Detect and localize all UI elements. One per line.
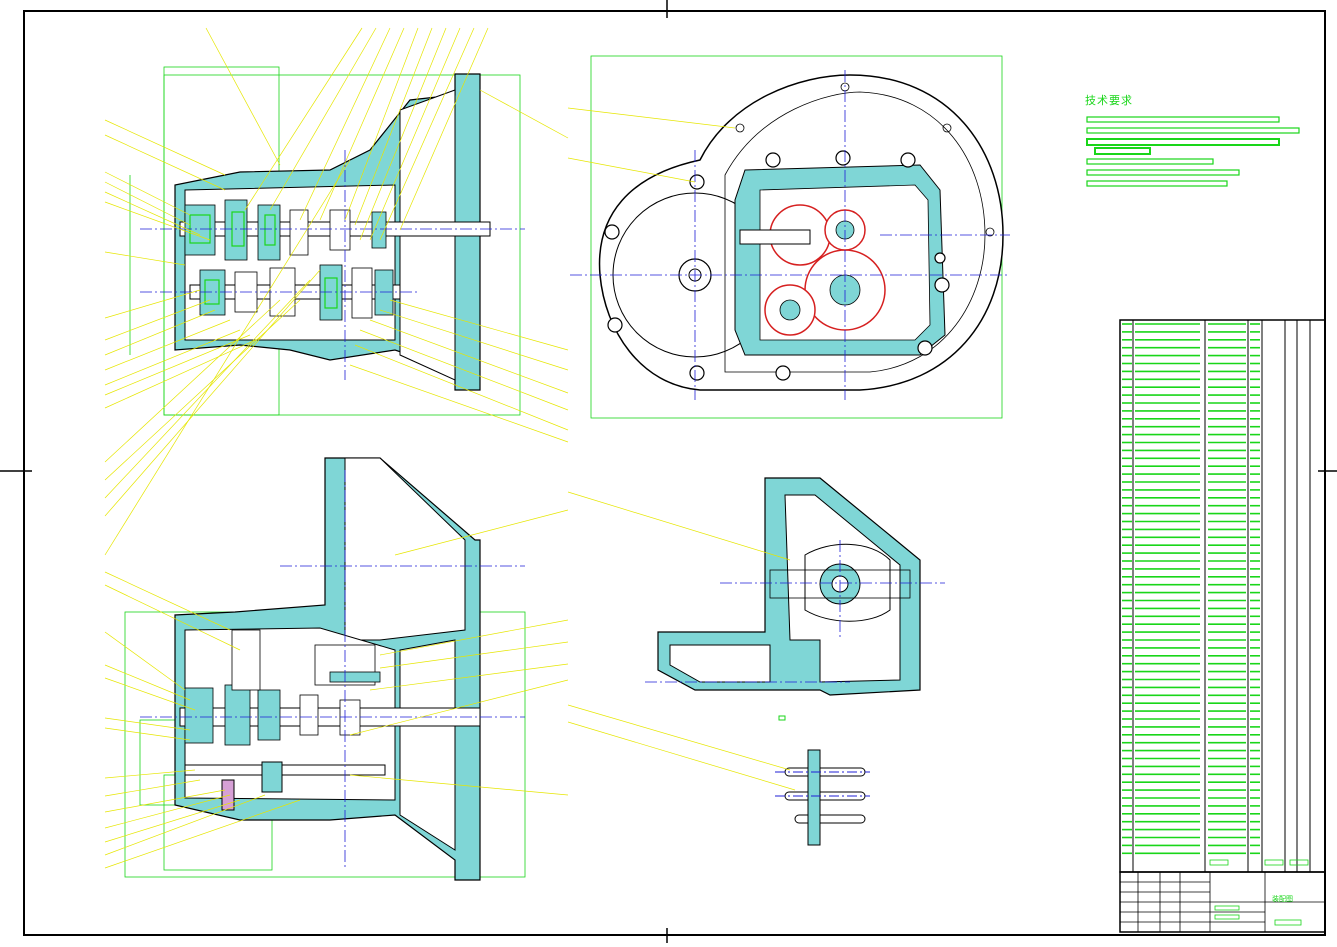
parts-list-table [1119, 319, 1326, 933]
differential-section-view [645, 477, 945, 721]
leader-lines [104, 27, 796, 869]
drawing-name: 装配图 [1272, 895, 1293, 903]
top-right-end-view [570, 55, 1010, 419]
top-left-section-view [129, 66, 525, 416]
shift-fork-detail [775, 749, 870, 846]
bottom-left-section-view [124, 457, 526, 881]
technical-requirements-title: 技术要求 [1085, 94, 1133, 107]
technical-notes-lines [1086, 116, 1300, 187]
